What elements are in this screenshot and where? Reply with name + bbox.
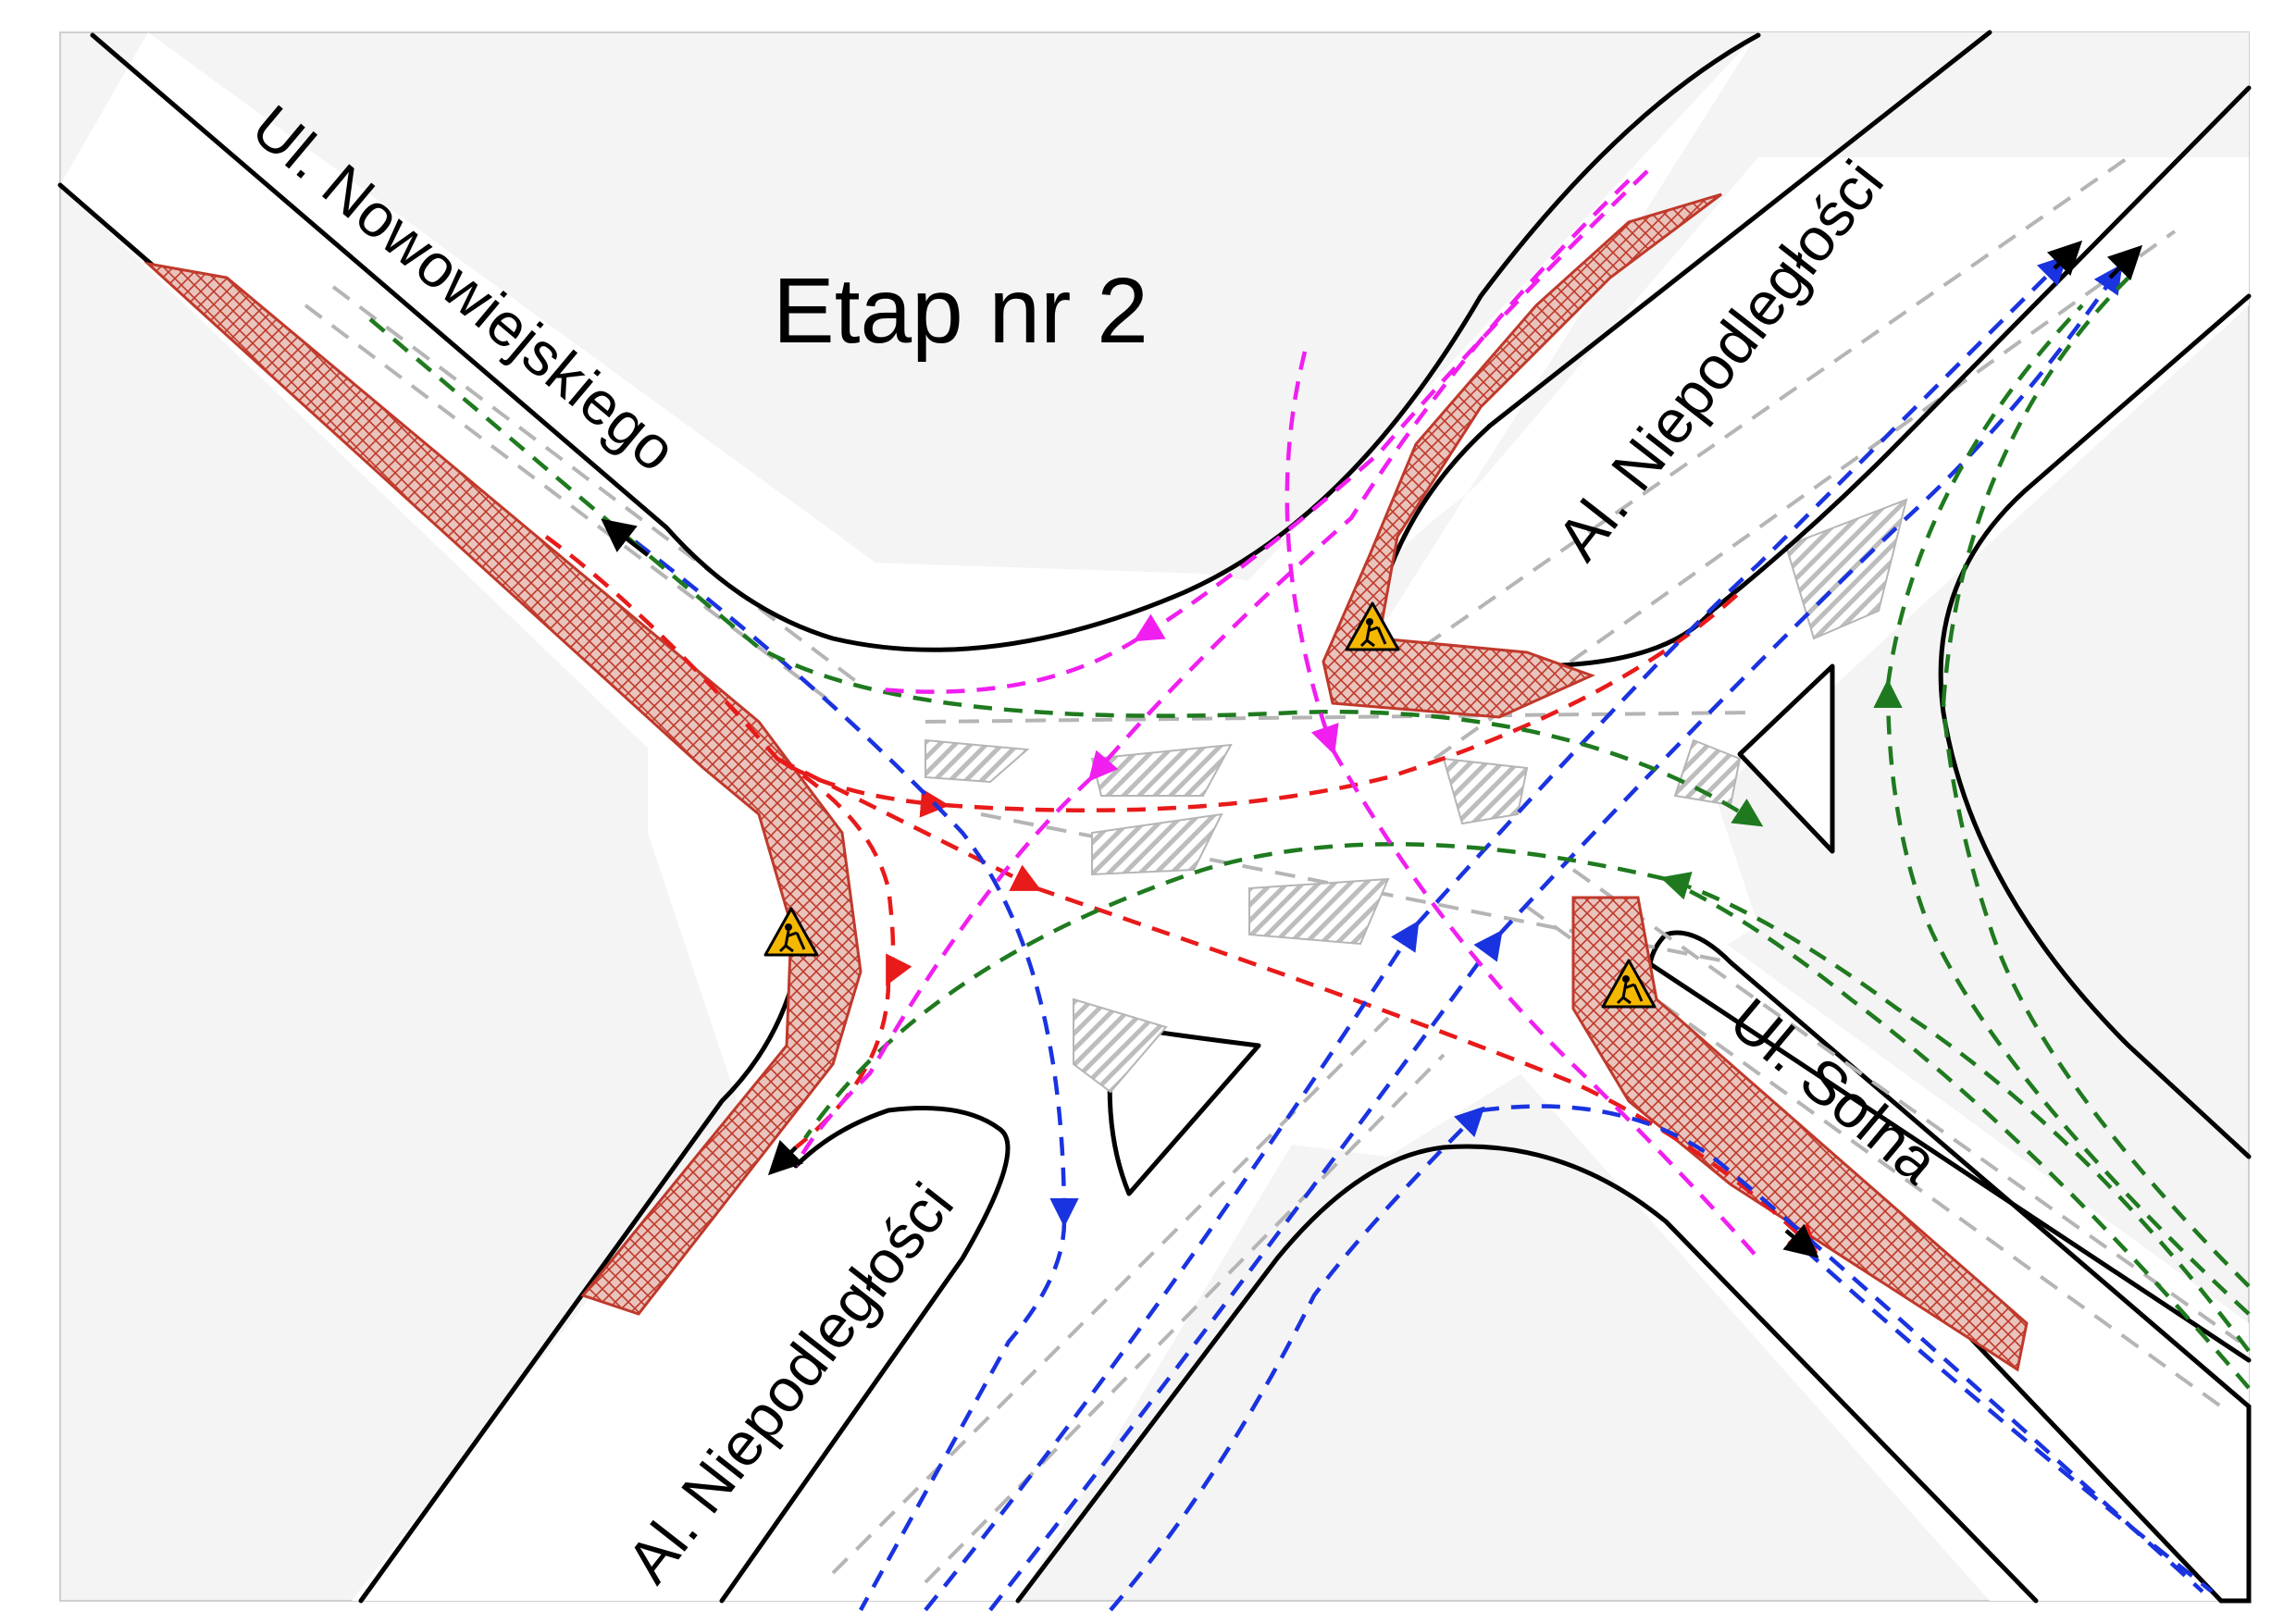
island-triangle-east: [1737, 663, 1835, 854]
work-zones: [143, 192, 2029, 1372]
work-zone-niepodleglosci-ne: [1322, 192, 1722, 719]
route-magenta: [793, 169, 1760, 1260]
roadwork-sign-icon: [1601, 959, 1657, 1009]
roadwork-sign-icon: [1345, 601, 1400, 651]
map-title: Etap nr 2: [773, 259, 1148, 363]
painted-chevrons: [925, 498, 1908, 1094]
work-zone-solna: [1571, 896, 2029, 1372]
route-endpoints: [601, 240, 2143, 1258]
work-zone-nowowiejskiego: [143, 261, 863, 1316]
roadwork-sign-icon: [763, 907, 819, 957]
route-red: [544, 535, 1818, 1254]
route-blue: [609, 254, 2214, 1612]
